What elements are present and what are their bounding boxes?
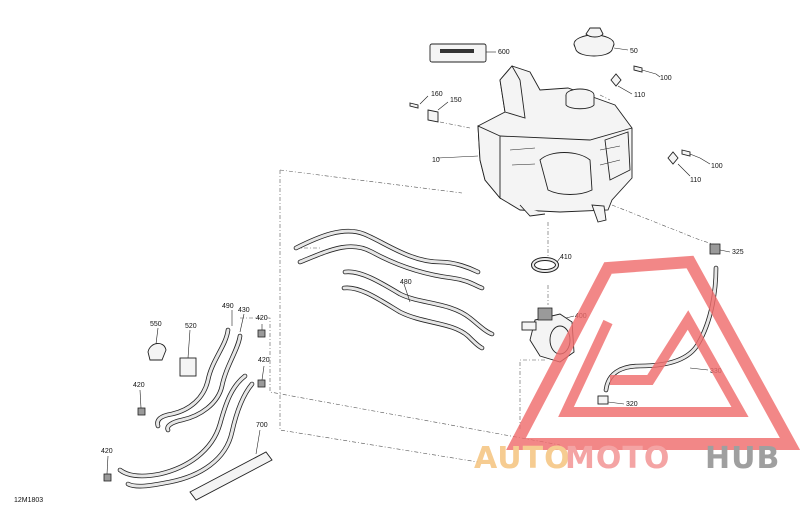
callout-100: 100 <box>660 75 672 82</box>
watermark-text-auto: AUTO <box>474 441 571 476</box>
callout-520: 520 <box>185 323 197 330</box>
warning-decal <box>429 43 487 63</box>
callout-110: 110 <box>634 92 645 99</box>
assembly-guide-lines <box>240 94 717 463</box>
watermark-triangle-logo <box>506 255 800 450</box>
callout-480: 480 <box>400 279 412 286</box>
callout-320: 320 <box>626 401 638 408</box>
callout-600: 600 <box>498 49 510 56</box>
callout-490: 490 <box>222 303 234 310</box>
lower-fuel-lines <box>117 327 255 489</box>
callout-10: 10 <box>432 157 440 164</box>
callout-430: 430 <box>238 307 250 314</box>
callout-420-c: 420 <box>133 382 145 389</box>
watermark: AUTO MOTO HUB <box>474 255 800 476</box>
callout-700: 700 <box>256 422 268 429</box>
callout-160: 160 <box>431 91 443 98</box>
protection-sleeve <box>189 451 273 501</box>
watermark-text-moto: MOTO <box>565 441 670 476</box>
callout-420-a: 420 <box>256 315 268 322</box>
callout-labels: 600 50 100 110 160 150 10 100 110 325 41… <box>101 48 744 455</box>
fuel-cap <box>573 27 615 57</box>
watermark-text-hub: HUB <box>705 441 780 476</box>
callout-410: 410 <box>560 254 572 261</box>
diagram-reference-code: 12M1803 <box>14 497 43 504</box>
fuel-pump-ring <box>531 257 559 273</box>
callout-325: 325 <box>732 249 744 256</box>
callout-100b: 100 <box>711 163 723 170</box>
callout-150: 150 <box>450 97 462 104</box>
fasteners <box>409 65 701 165</box>
callout-50: 50 <box>630 48 638 55</box>
leader-lines <box>106 47 731 475</box>
callout-550: 550 <box>150 321 162 328</box>
fuel-tank <box>477 65 633 223</box>
fuel-lines-480 <box>293 228 495 351</box>
callout-420-d: 420 <box>101 448 113 455</box>
callout-110b: 110 <box>690 177 701 184</box>
small-parts <box>103 329 266 482</box>
callout-420-b: 420 <box>258 357 270 364</box>
